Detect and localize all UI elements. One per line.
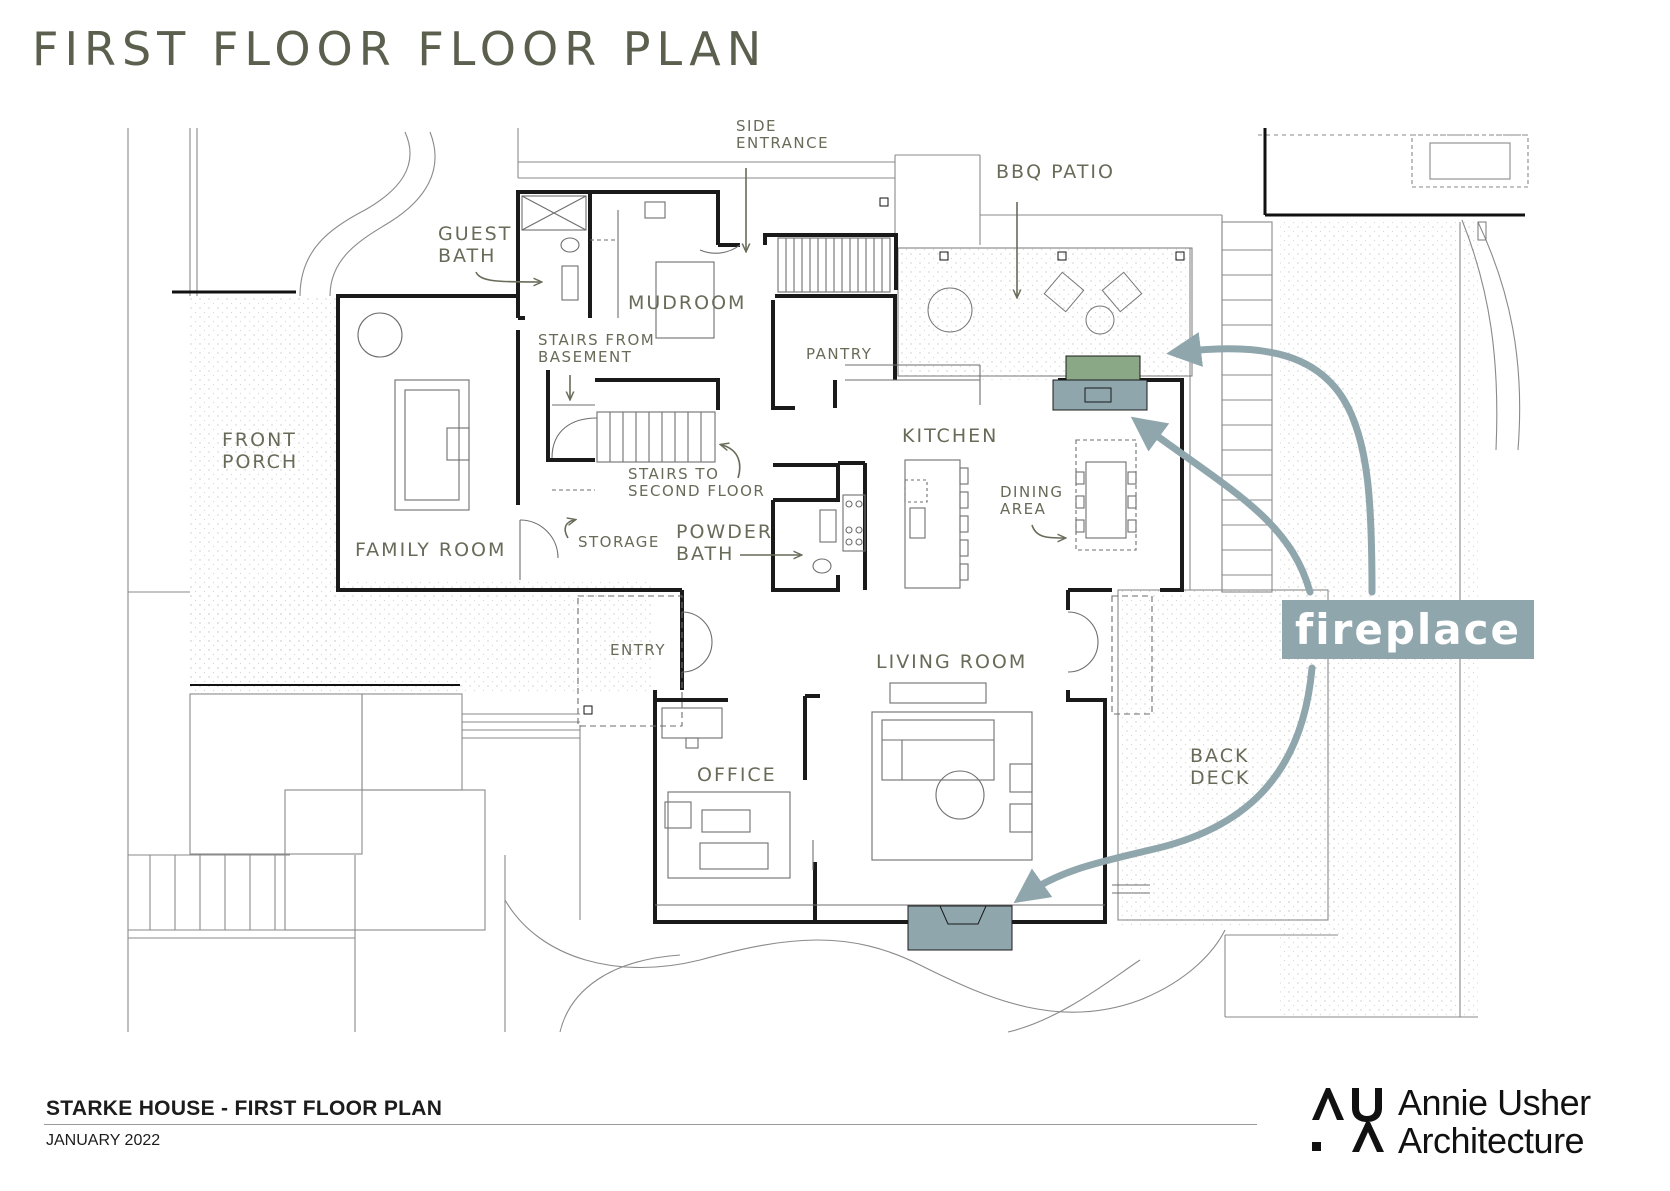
label-office: OFFICE — [697, 764, 777, 786]
fireplace-arrows — [1013, 332, 1376, 904]
label-bbq-patio: BBQ PATIO — [996, 161, 1115, 183]
kitchen-fireplace-hearth — [1065, 355, 1141, 381]
label-mudroom: MUDROOM — [628, 292, 747, 314]
label-leaders — [475, 168, 1064, 555]
arrow-to-kitchen-fireplace-a — [1166, 332, 1376, 596]
label-guest-bath: GUEST BATH — [438, 223, 513, 267]
label-kitchen: KITCHEN — [902, 425, 999, 447]
fireplaces — [907, 355, 1148, 951]
arrow-to-living-fireplace — [1013, 664, 1316, 904]
interior-details — [357, 195, 1153, 906]
footer-divider — [44, 1124, 1257, 1125]
fireplace-callout: fireplace — [1282, 600, 1534, 659]
footer-title: STARKE HOUSE - FIRST FLOOR PLAN — [46, 1097, 443, 1120]
label-living-room: LIVING ROOM — [876, 651, 1028, 673]
label-entry: ENTRY — [610, 641, 666, 659]
kitchen-fireplace-body — [1052, 379, 1148, 411]
label-stairs-to-second-floor: STAIRS TO SECOND FLOOR — [628, 465, 766, 501]
footer-date: JANUARY 2022 — [46, 1132, 161, 1149]
label-dining-area: DINING AREA — [1000, 483, 1064, 519]
label-back-deck: BACK DECK — [1190, 745, 1251, 789]
label-front-porch: FRONT PORCH — [222, 429, 299, 473]
label-family-room: FAMILY ROOM — [355, 539, 507, 561]
firm-name-line2: Architecture — [1398, 1120, 1585, 1161]
exterior-surfaces — [190, 222, 1478, 1017]
label-pantry: PANTRY — [806, 345, 873, 363]
firm-name: Annie Usher Architecture — [1398, 1084, 1591, 1160]
label-stairs-from-basement: STAIRS FROM BASEMENT — [538, 331, 656, 367]
label-storage: STORAGE — [578, 533, 660, 551]
arrow-to-kitchen-fireplace-b — [1130, 416, 1314, 596]
firm-name-line1: Annie Usher — [1398, 1082, 1591, 1123]
living-fireplace — [907, 905, 1013, 951]
label-side-entrance: SIDE ENTRANCE — [736, 117, 830, 153]
page-title: FIRST FLOOR FLOOR PLAN — [32, 22, 768, 76]
au-logo-icon — [1312, 1088, 1384, 1152]
patio-details — [172, 197, 1487, 715]
label-powder-bath: POWDER BATH — [676, 521, 774, 565]
